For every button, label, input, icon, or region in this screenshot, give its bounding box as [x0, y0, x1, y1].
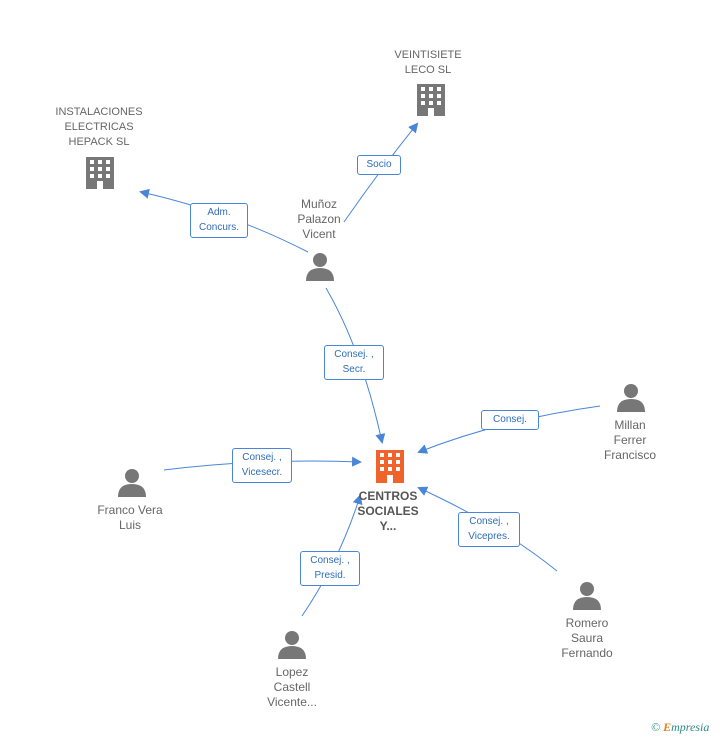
building-icon-center [376, 450, 404, 483]
node-label-lopez[interactable]: Lopez Castell Vicente... [267, 665, 317, 709]
edge-label-consej-vicesecr[interactable]: Consej. , Vicesecr. [232, 448, 292, 483]
brand-initial: E [663, 720, 672, 734]
edge-label-consej-millan[interactable]: Consej. [481, 410, 539, 430]
person-icon-lopez [278, 631, 306, 659]
person-icon-franco [118, 469, 146, 497]
person-icon-romero [573, 582, 601, 610]
brand-logo: © Empresia [651, 720, 709, 735]
brand-name: mpresia [671, 720, 710, 734]
node-label-hepack[interactable]: INSTALACIONES ELECTRICAS HEPACK SL [55, 106, 143, 148]
node-label-franco[interactable]: Franco Vera Luis [97, 503, 163, 532]
node-label-veintisiete[interactable]: VEINTISIETE LECO SL [394, 49, 462, 76]
building-icon-veintisiete [417, 84, 445, 116]
node-label-center[interactable]: CENTROS SOCIALES Y... [357, 489, 419, 533]
node-label-millan[interactable]: Millan Ferrer Francisco [603, 418, 656, 462]
copyright-icon: © [651, 720, 661, 734]
edge-label-consej-vicepres[interactable]: Consej. , Vicepres. [458, 512, 520, 547]
building-icon-hepack [86, 157, 114, 189]
person-icon-munoz [306, 253, 334, 281]
edge-label-consej-presid[interactable]: Consej. , Presid. [300, 551, 360, 586]
edge-label-consej-secr[interactable]: Consej. , Secr. [324, 345, 384, 380]
person-icon-millan [617, 384, 645, 412]
node-label-romero[interactable]: Romero Saura Fernando [561, 616, 613, 660]
edge-label-socio[interactable]: Socio [357, 155, 401, 175]
edge-label-adm-concurs[interactable]: Adm. Concurs. [190, 203, 248, 238]
node-label-munoz[interactable]: Muñoz Palazon Vicent [297, 197, 341, 241]
